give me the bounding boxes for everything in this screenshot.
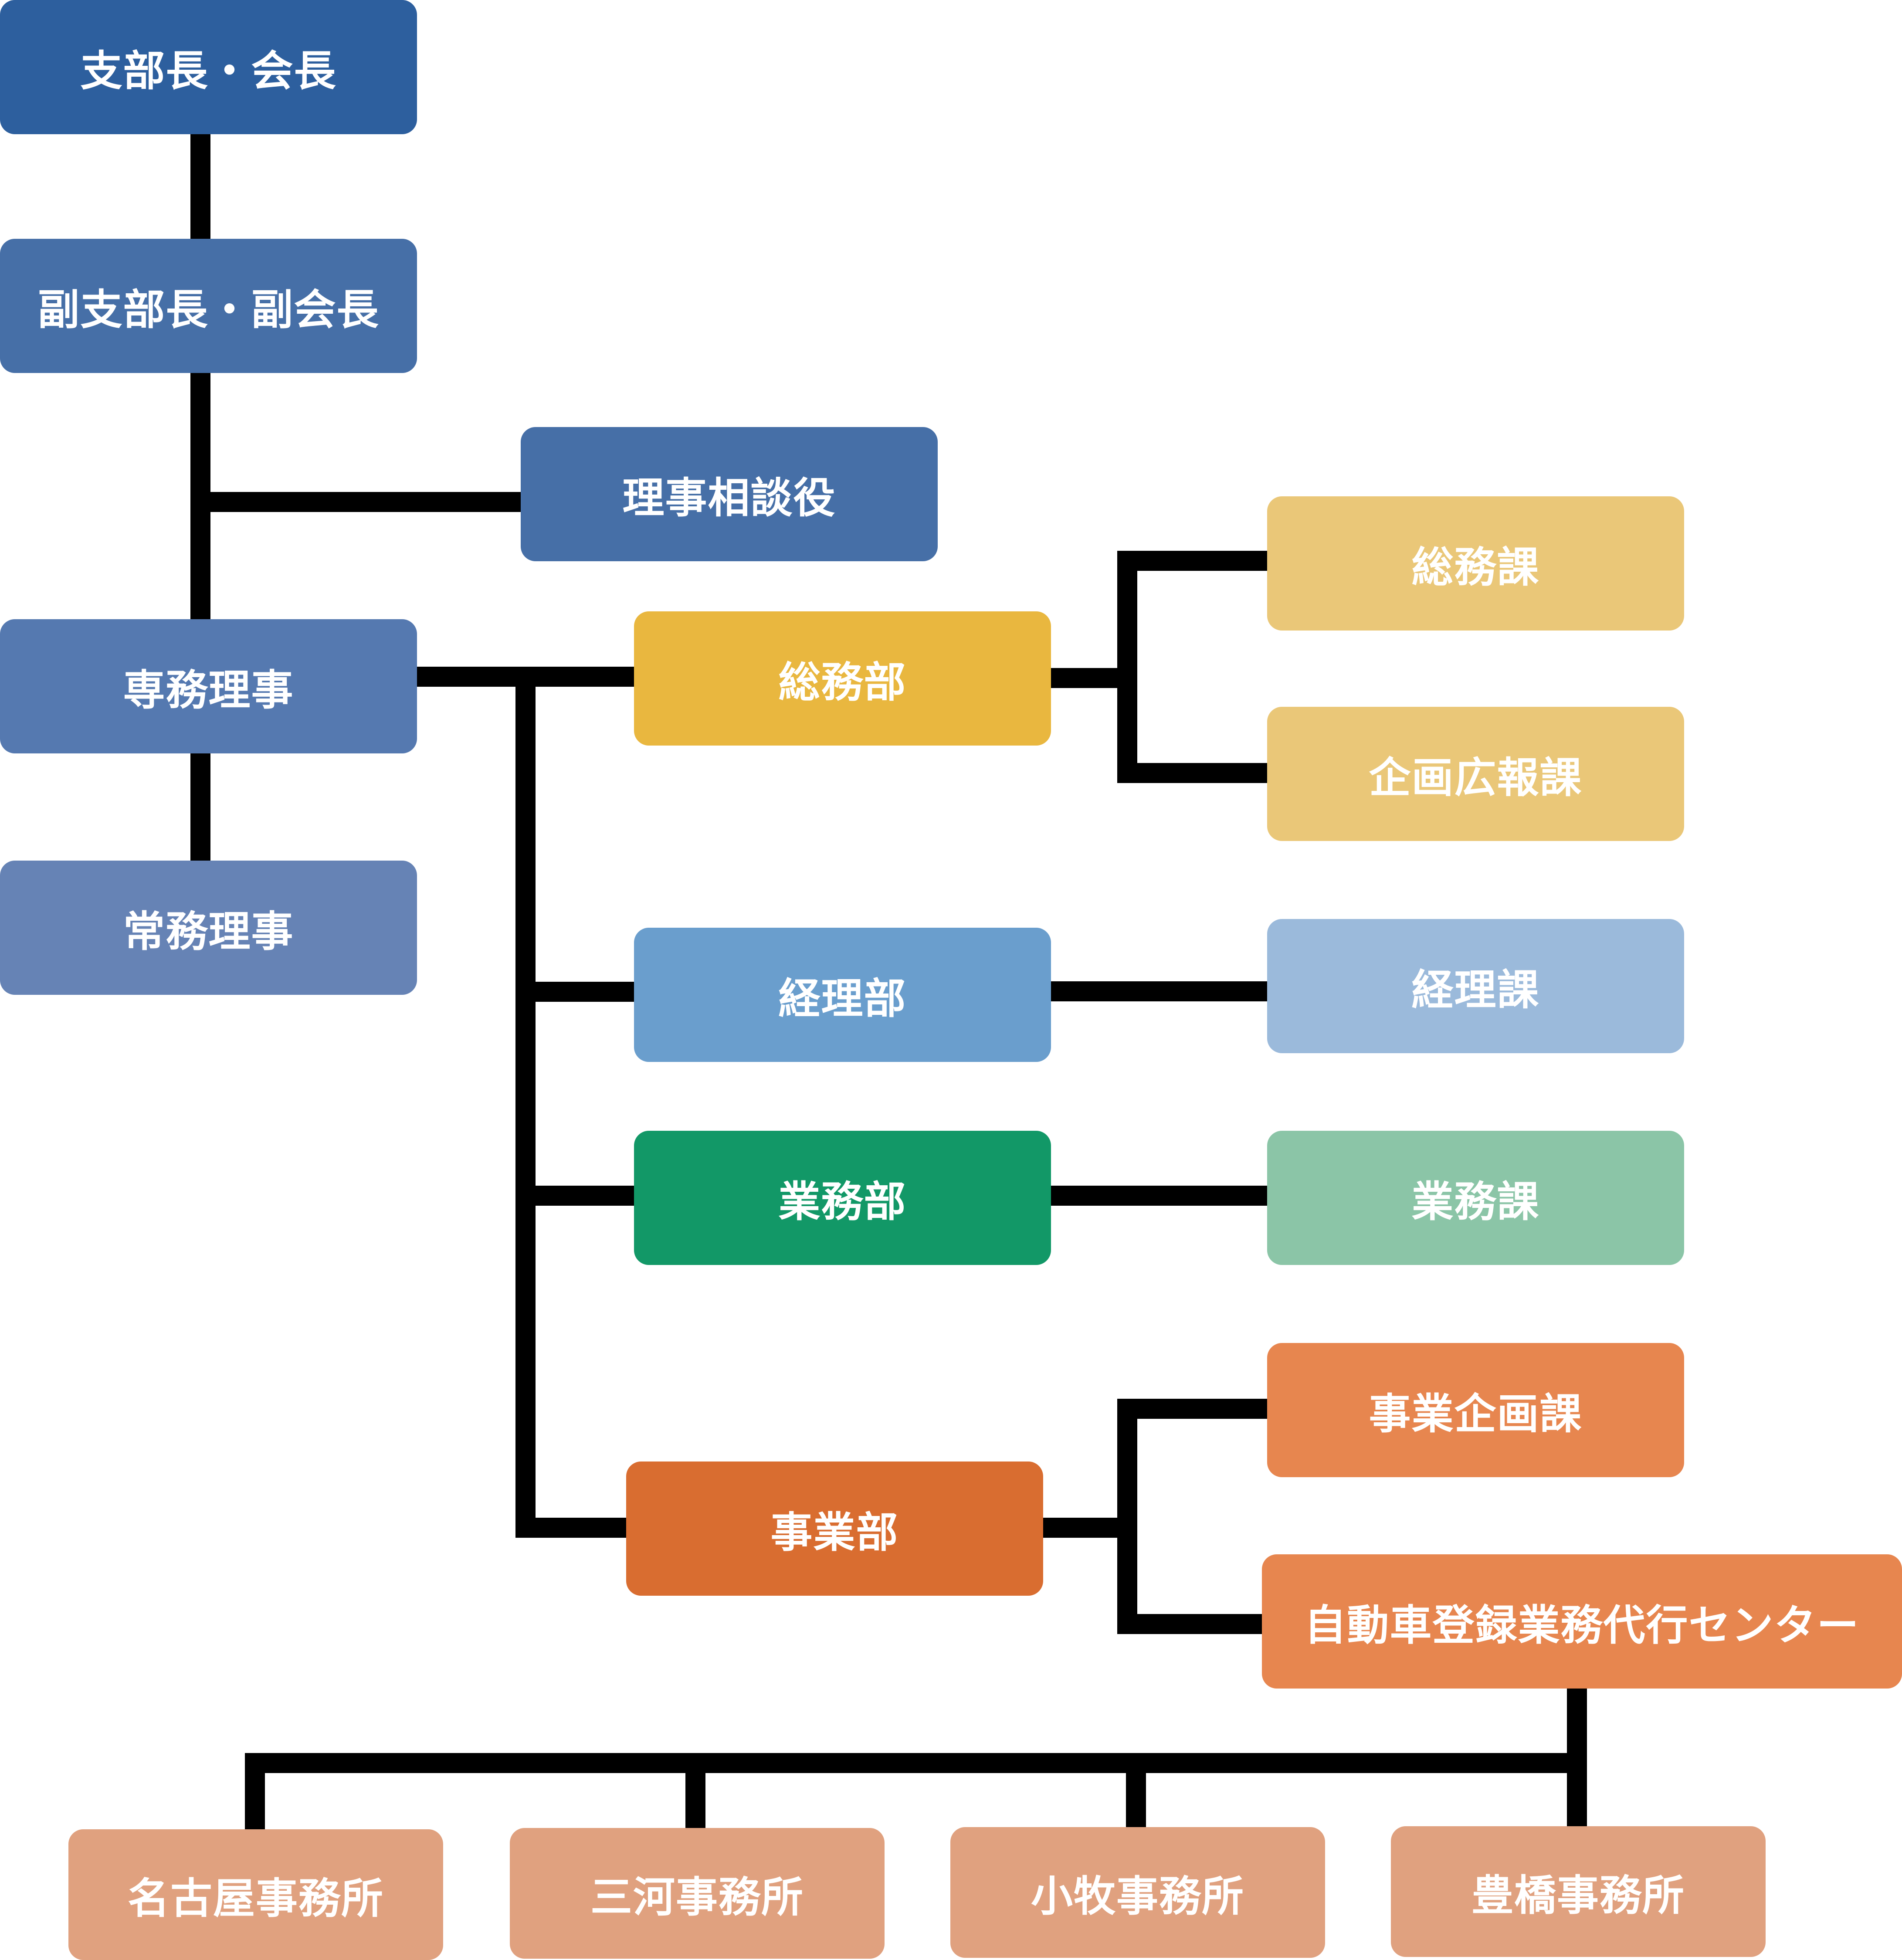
connector-line <box>245 1753 265 1833</box>
node-label: 総務課 <box>1411 543 1540 592</box>
connector-line <box>245 1753 1587 1773</box>
connector-line <box>1048 1186 1269 1206</box>
node-label: 業務部 <box>778 1177 907 1226</box>
node-label: 小牧事務所 <box>1031 1872 1244 1921</box>
connector-line <box>515 677 536 1538</box>
node-label: 事業企画課 <box>1369 1389 1583 1438</box>
node-label: 副支部長・副会長 <box>37 285 380 334</box>
connector-line <box>1117 1399 1269 1419</box>
node-toroku-center: 自動車登録業務代行センター <box>1262 1554 1902 1689</box>
node-fuku-shibucho: 副支部長・副会長 <box>0 239 417 373</box>
node-label: 総務部 <box>778 658 907 707</box>
node-somuka: 総務課 <box>1267 496 1684 631</box>
node-mikawa-office: 三河事務所 <box>510 1828 885 1959</box>
connector-line <box>1126 1753 1146 1831</box>
connector-line <box>685 1753 705 1831</box>
connector-line <box>1117 1399 1137 1634</box>
node-komaki-office: 小牧事務所 <box>950 1827 1325 1958</box>
node-label: 専務理事 <box>123 665 294 715</box>
node-keiribu: 経理部 <box>634 928 1051 1062</box>
node-toyohashi-office: 豊橋事務所 <box>1391 1826 1766 1957</box>
node-label: 事業部 <box>770 1508 899 1557</box>
node-label: 理事相談役 <box>622 473 836 522</box>
connector-line <box>190 131 210 244</box>
node-kikaku-kohoka: 企画広報課 <box>1267 707 1684 841</box>
node-label: 経理部 <box>778 974 907 1023</box>
node-shibucho-kaicho: 支部長・会長 <box>0 0 417 134</box>
node-label: 自動車登録業務代行センター <box>1304 1601 1860 1650</box>
connector-line <box>1117 763 1269 783</box>
node-somubu: 総務部 <box>634 611 1051 746</box>
node-senmu-riji: 専務理事 <box>0 619 417 753</box>
connector-line <box>1048 981 1269 1001</box>
node-gyomubu: 業務部 <box>634 1131 1051 1265</box>
connector-line <box>526 1186 636 1206</box>
node-label: 企画広報課 <box>1369 753 1583 802</box>
connector-line <box>1117 551 1137 783</box>
node-riji-sodanyaku: 理事相談役 <box>521 427 938 561</box>
connector-line <box>1117 1614 1265 1634</box>
connector-line <box>1117 551 1269 571</box>
node-jigyobu: 事業部 <box>626 1462 1043 1596</box>
node-label: 三河事務所 <box>590 1872 804 1922</box>
node-gyomuka: 業務課 <box>1267 1131 1684 1265</box>
connector-line <box>200 492 525 512</box>
node-jigyo-kikakuka: 事業企画課 <box>1267 1343 1684 1477</box>
node-label: 名古屋事務所 <box>128 1874 384 1923</box>
connector-line <box>515 1518 628 1538</box>
connector-line <box>1048 668 1127 688</box>
node-label: 経理課 <box>1411 965 1540 1014</box>
node-keirika: 経理課 <box>1267 919 1684 1053</box>
node-label: 支部長・会長 <box>80 46 337 95</box>
connector-line <box>1041 1518 1127 1538</box>
node-label: 常務理事 <box>123 907 294 956</box>
connector-line <box>190 749 210 865</box>
node-nagoya-office: 名古屋事務所 <box>68 1829 443 1960</box>
node-jomu-riji: 常務理事 <box>0 861 417 995</box>
node-label: 業務課 <box>1411 1177 1540 1226</box>
connector-line <box>526 982 636 1002</box>
node-label: 豊橋事務所 <box>1471 1871 1685 1920</box>
